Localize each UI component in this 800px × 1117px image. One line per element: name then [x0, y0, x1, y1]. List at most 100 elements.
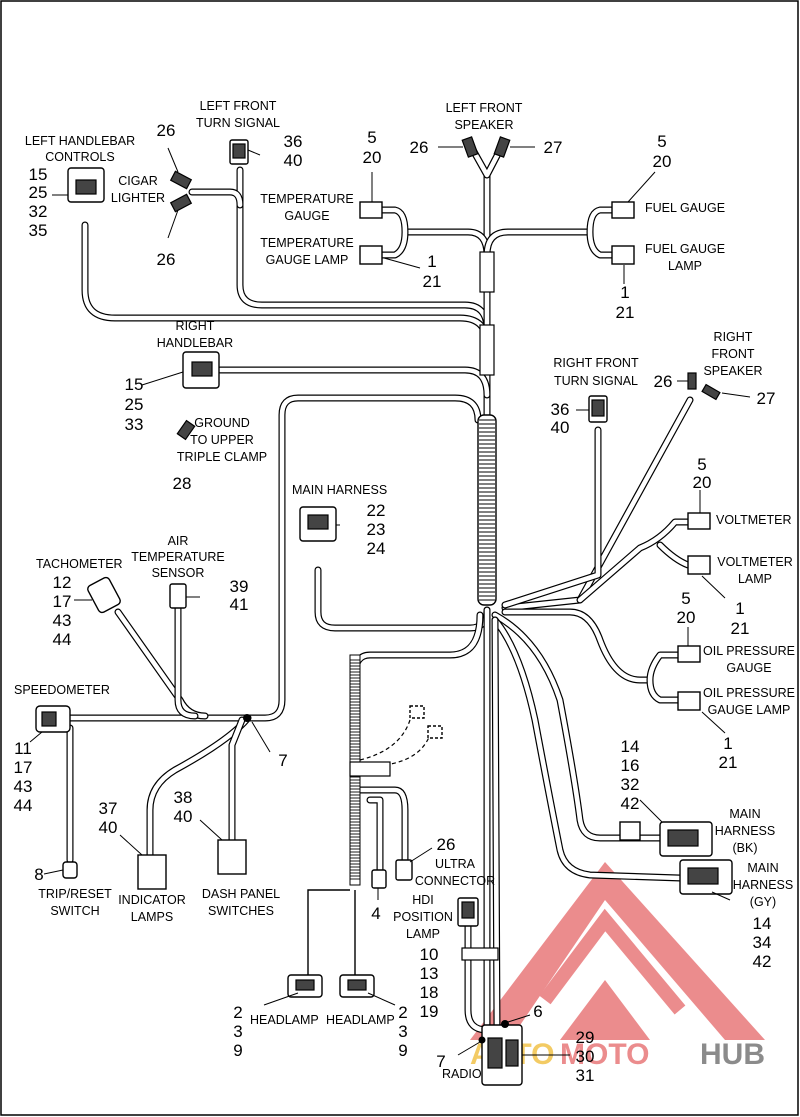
temperature-lamp-connector: [359, 245, 383, 265]
label-voltmeter: VOLTMETER: [716, 513, 791, 527]
label-fuel-gauge: FUEL GAUGE: [645, 201, 725, 215]
radio-ground-7: [478, 1036, 486, 1044]
watermark-text-moto: MOTO: [560, 1038, 649, 1071]
tachometer-connector: [87, 576, 121, 614]
callout-right-front-speaker-right: 27: [757, 389, 776, 408]
ground-junction: [243, 714, 251, 722]
ultra-connector-lower: [371, 869, 387, 889]
ground-connector: [176, 419, 196, 441]
wire-right-handlebar: [216, 366, 491, 399]
ultra-plug-b: [427, 725, 443, 739]
conduit-main: [477, 414, 497, 606]
callout-ultra-lower: 4: [371, 904, 380, 923]
wire-headlamp-left: [307, 889, 350, 975]
voltmeter-connector: [687, 512, 711, 530]
left-speaker-connector-a: [461, 136, 479, 158]
conduit-sleeve-ultra: [349, 761, 391, 777]
callout-ground: 28: [173, 474, 192, 493]
temperature-gauge-connector: [359, 201, 383, 219]
callout-trip-reset-switch: 8: [34, 865, 43, 884]
wire-main-harness-loop: [314, 566, 491, 632]
main-harness-bk-clip: [619, 821, 641, 841]
ultra-plug-a: [409, 705, 425, 719]
radio-ground-6: [501, 1020, 509, 1028]
wire-oil-pressure: [501, 608, 654, 684]
callout-right-front-speaker-left: 26: [654, 372, 673, 391]
fuel-lamp-connector: [611, 245, 635, 265]
label-headlamp-right: HEADLAMP: [326, 1013, 395, 1027]
callout-cigar-upper: 26: [157, 121, 176, 140]
conduit-headlamp-ribs: [350, 659, 360, 880]
callout-ground-junction: 7: [278, 751, 287, 770]
leader-lines: [29, 146, 751, 1056]
voltmeter-lamp-connector: [687, 555, 711, 575]
wire-temp-gauge: [401, 228, 491, 259]
label-speedometer: SPEEDOMETER: [14, 683, 110, 697]
connectors: [35, 136, 733, 1086]
label-radio: RADIO: [442, 1067, 482, 1081]
label-headlamp-left: HEADLAMP: [250, 1013, 319, 1027]
callout-speaker-right: 27: [544, 138, 563, 157]
callout-speaker-left: 26: [410, 138, 429, 157]
conduits: [349, 251, 499, 961]
right-speaker-connector-a: [687, 372, 697, 390]
wire-fuel-gauge: [483, 228, 594, 259]
cigar-connector-lower: [169, 193, 193, 213]
fuel-gauge-connector: [611, 201, 635, 219]
indicator-lamps-connector: [137, 854, 167, 890]
oil-lamp-connector: [677, 691, 701, 711]
watermark-logo-inner: [560, 980, 650, 1040]
conduit-sleeve-hdi: [461, 947, 499, 961]
conduit-sleeve-mid: [479, 324, 495, 376]
watermark-text-hub: HUB: [700, 1038, 765, 1071]
label-main-harness-top: MAIN HARNESS: [292, 483, 387, 497]
ultra-connector-body: [395, 859, 413, 881]
cigar-connector-upper: [169, 170, 193, 190]
dash-switches-connector: [217, 839, 247, 875]
wire-air-temp: [174, 604, 199, 720]
callout-ultra-connector: 26: [437, 835, 456, 854]
callout-cigar-lower: 26: [157, 250, 176, 269]
